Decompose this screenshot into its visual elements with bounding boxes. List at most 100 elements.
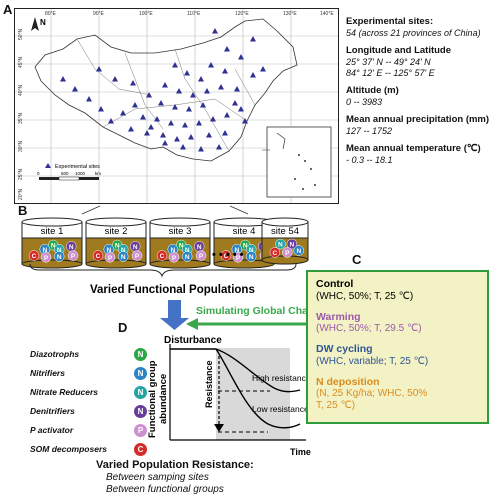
site-marker — [198, 146, 204, 152]
lon-tick-5: 130°E — [283, 11, 297, 17]
info-value-lon: 84° 12' E -- 125° 57' E — [346, 68, 435, 78]
info-title-altitude: Altitude (m) — [346, 85, 399, 96]
site-marker — [72, 86, 78, 92]
south-china-sea-inset — [266, 126, 332, 198]
high-resistance-label: High resistance — [252, 373, 311, 383]
microbe-dot-letter: N — [290, 242, 295, 249]
microbe-dot-letter: C — [160, 253, 165, 260]
site-marker — [162, 82, 168, 88]
site-marker — [160, 132, 166, 138]
microbe-dot-letter: N — [185, 247, 190, 254]
map-svg: 80°E 90°E 100°E 110°E 120°E 130°E 140°E … — [15, 9, 338, 203]
treatment-warming: Warming (WHC, 50%; T, 29.5 ℃) — [316, 311, 479, 336]
jars-brace — [29, 263, 297, 278]
site-marker — [172, 62, 178, 68]
microbe-dot-letter: N — [57, 254, 62, 261]
info-title-sites: Experimental sites: — [346, 16, 434, 27]
site-markers — [60, 28, 266, 152]
microbe-dot-letter: P — [108, 255, 113, 262]
lat-tick-6: 20°N — [18, 188, 24, 200]
site-marker — [148, 124, 154, 130]
microbe-dot-letter: P — [44, 255, 49, 262]
china-outline — [34, 18, 298, 162]
site-marker — [144, 130, 150, 136]
scale-1000: 1000 — [75, 171, 86, 176]
site-marker — [128, 126, 134, 132]
site-jar-label: site 3 — [169, 226, 192, 237]
lon-tick-2: 100°E — [139, 11, 153, 17]
treatments-box: Control (WHC, 50%; T, 25 ℃) Warming (WHC… — [306, 270, 489, 424]
site-marker — [184, 70, 190, 76]
info-title-precip: Mean annual precipitation (mm) — [346, 114, 490, 125]
microbe-dot-letter: C — [96, 253, 101, 260]
microbe-dot-letter: N — [296, 248, 301, 255]
site-marker — [168, 120, 174, 126]
microbe-dot-letter: N — [243, 243, 248, 250]
microbe-dot-letter: N — [133, 244, 138, 251]
site-marker — [140, 114, 146, 120]
microbe-dot — [92, 250, 104, 261]
legend-label: Denitrifiers — [30, 406, 75, 416]
microbe-dot-letter: N — [115, 243, 120, 250]
site-marker — [158, 100, 164, 106]
treatment-dw: DW cycling (WHC, variable; T, 25 ℃) — [316, 343, 479, 368]
microbe-dot-letter: N — [249, 254, 254, 261]
legend-label: Diazotrophs — [30, 349, 80, 359]
left-arrow-icon — [186, 318, 306, 330]
site-jar-label: site 2 — [105, 226, 128, 237]
p-activator-icon: P — [134, 423, 147, 437]
treatment-control-params: (WHC, 50%; T, 25 ℃) — [316, 290, 414, 302]
nitrifier-icon: N — [134, 366, 147, 380]
microbe-dot — [131, 250, 143, 261]
microbe-dot — [181, 251, 193, 262]
legend-nitrifiers: Nitrifiers N — [30, 366, 170, 380]
microbe-dot — [232, 252, 244, 263]
site-marker — [242, 118, 248, 124]
site-marker — [232, 100, 238, 106]
microbe-dot — [67, 250, 79, 261]
scale-bar: 0 500 1000 km — [37, 171, 101, 181]
microbe-dot — [104, 252, 116, 263]
microbe-dot — [168, 252, 180, 263]
site-marker — [176, 88, 182, 94]
site-marker — [210, 116, 216, 122]
microbe-dot-letter: P — [199, 253, 204, 260]
info-title-lonlat: Longitude and Latitude — [346, 45, 452, 56]
site-marker — [146, 92, 152, 98]
site-marker — [190, 92, 196, 98]
site-marker — [60, 76, 66, 82]
info-value-lat: 25° 37' N -- 49° 24' N — [346, 57, 431, 67]
map-legend-label: Experimental sites — [55, 164, 100, 170]
china-map: 80°E 90°E 100°E 110°E 120°E 130°E 140°E … — [14, 8, 339, 204]
lon-tick-3: 110°E — [187, 11, 201, 17]
caption-title: Varied Population Resistance: — [96, 459, 254, 471]
microbe-dot — [220, 250, 232, 261]
treatment-warming-name: Warming — [316, 310, 361, 323]
caption-line-1: Between samping sites — [106, 472, 209, 483]
site-marker — [218, 84, 224, 90]
site-marker — [120, 110, 126, 116]
site-marker — [234, 86, 240, 92]
microbe-dot-letter: N — [42, 247, 47, 254]
microbe-dot-letter: N — [185, 254, 190, 261]
microbe-dot — [117, 251, 129, 262]
microbe-dot — [286, 238, 298, 250]
som-decomposer-icon: C — [134, 442, 147, 456]
lat-tick-1: 45°N — [18, 56, 24, 68]
panel-c-label: C — [352, 252, 362, 267]
site-marker — [182, 122, 188, 128]
legend-denitrifiers: Denitrifiers N — [30, 404, 170, 418]
site-marker — [200, 102, 206, 108]
site-marker — [96, 66, 102, 72]
microbe-dot-letter: N — [57, 247, 62, 254]
info-value-sites: 54 (across 21 provinces of China) — [346, 28, 481, 38]
denitrifier-icon: N — [134, 404, 147, 418]
low-resistance-label: Low resistance — [252, 404, 309, 414]
panel-d-label: D — [118, 320, 128, 335]
site-marker — [260, 66, 266, 72]
site-marker — [224, 46, 230, 52]
lon-tick-1: 90°E — [93, 11, 105, 17]
site-marker — [180, 144, 186, 150]
